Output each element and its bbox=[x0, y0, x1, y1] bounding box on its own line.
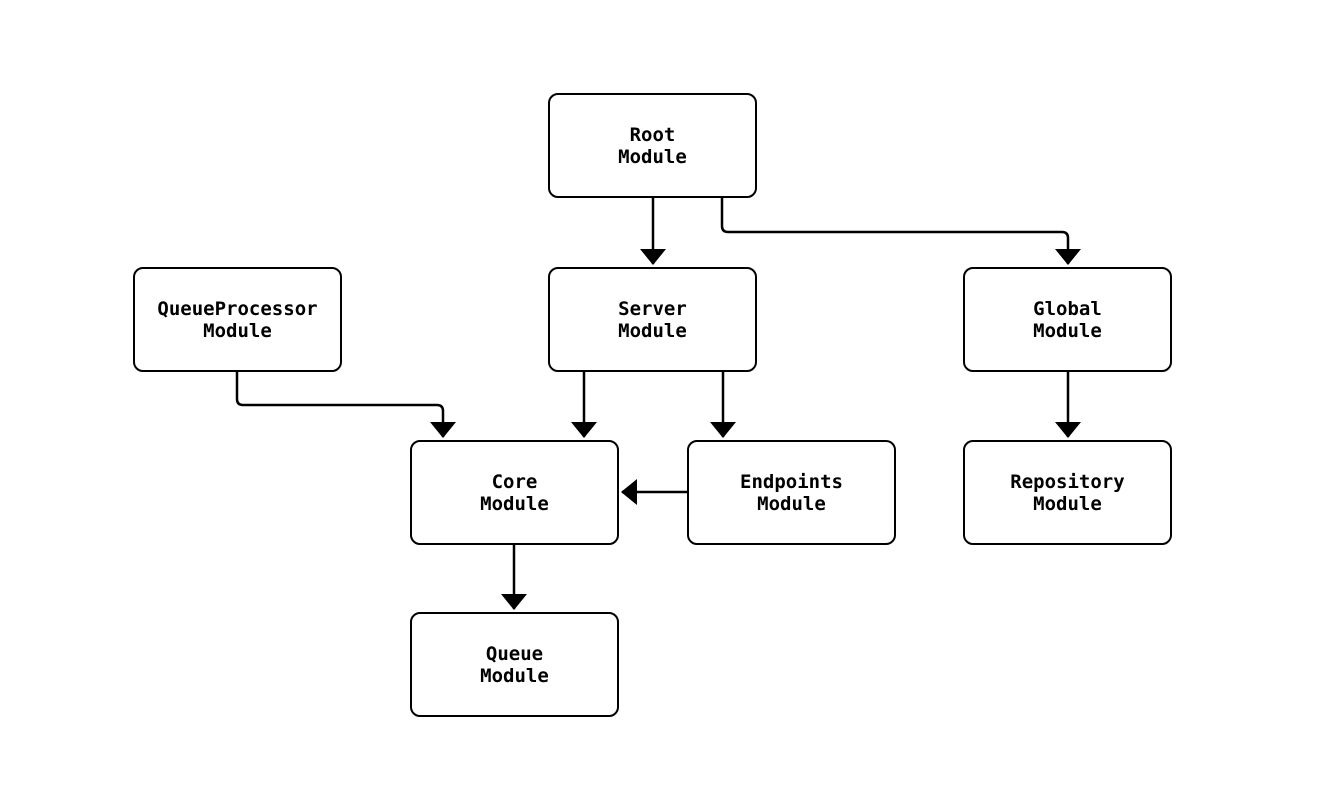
node-queue-label: Queue Module bbox=[480, 642, 549, 687]
node-endpoints: Endpoints Module bbox=[687, 440, 896, 545]
node-queueprocessor-label: QueueProcessor Module bbox=[157, 297, 318, 342]
node-core-label: Core Module bbox=[480, 470, 549, 515]
node-global: Global Module bbox=[963, 267, 1172, 372]
node-queue: Queue Module bbox=[410, 612, 619, 717]
node-global-label: Global Module bbox=[1033, 297, 1102, 342]
node-endpoints-label: Endpoints Module bbox=[740, 470, 843, 515]
edge-queueprocessor-to-core bbox=[235, 372, 456, 438]
node-server-label: Server Module bbox=[618, 297, 687, 342]
node-core: Core Module bbox=[410, 440, 619, 545]
edge-root-to-global bbox=[720, 198, 1081, 265]
node-root: Root Module bbox=[548, 93, 757, 198]
node-server: Server Module bbox=[548, 267, 757, 372]
node-root-label: Root Module bbox=[618, 123, 687, 168]
edge-group bbox=[235, 198, 1081, 610]
node-repository-label: Repository Module bbox=[1010, 470, 1125, 515]
node-repository: Repository Module bbox=[963, 440, 1172, 545]
node-queueprocessor: QueueProcessor Module bbox=[133, 267, 342, 372]
